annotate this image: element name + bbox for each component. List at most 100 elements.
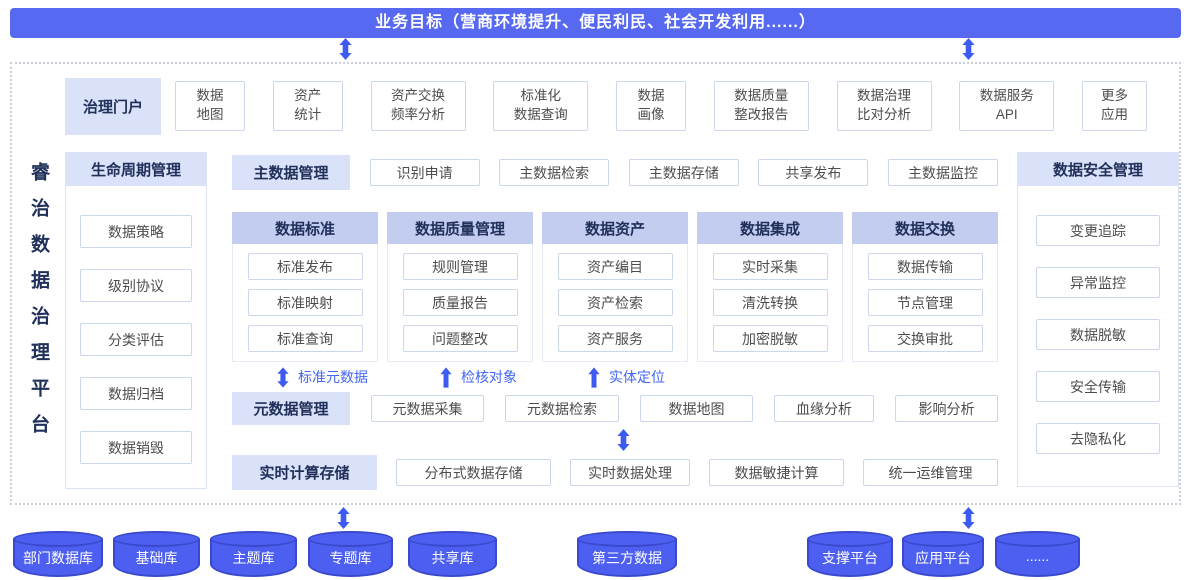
lifecycle-item: 分类评估 — [80, 323, 192, 356]
lifecycle-item: 数据销毁 — [80, 431, 192, 464]
column-item: 标准发布 — [247, 253, 363, 280]
metadata-item: 影响分析 — [895, 395, 998, 422]
flow-entity-locate: 实体定位 — [588, 365, 665, 389]
database-cylinder: 主题库 — [210, 531, 297, 577]
up-arrow-icon — [588, 366, 600, 388]
portal-item: 数据 地图 — [175, 81, 245, 131]
flow-check-object: 检核对象 — [440, 365, 517, 389]
business-goal-banner: 业务目标（营商环境提升、便民利民、社会开发利用......） — [10, 8, 1181, 38]
master-data-item: 主数据存储 — [628, 159, 739, 186]
portal-item: 数据治理 比对分析 — [836, 81, 932, 131]
master-data-item: 共享发布 — [758, 159, 869, 186]
database-label: 专题库 — [329, 550, 372, 566]
database-label: ...... — [1025, 548, 1050, 564]
platform-title: 睿治数据治理平台 — [28, 162, 49, 450]
metadata-item: 元数据检索 — [505, 395, 619, 422]
flow-label: 实体定位 — [609, 369, 665, 385]
flow-label: 检核对象 — [461, 369, 517, 385]
column-item: 资产编目 — [557, 253, 673, 280]
column-data-asset: 数据资产 资产编目 资产检索 资产服务 — [542, 212, 688, 362]
master-data-item: 识别申请 — [369, 159, 480, 186]
realtime-item: 分布式数据存储 — [396, 459, 551, 486]
realtime-header: 实时计算存储 — [232, 455, 377, 490]
database-label: 共享库 — [431, 550, 474, 566]
double-arrow-icon — [339, 38, 352, 60]
master-data-header: 主数据管理 — [232, 155, 350, 190]
column-item: 数据传输 — [867, 253, 983, 280]
flow-annotations: 标准元数据 检核对象 实体定位 — [232, 365, 998, 391]
platform-cylinder: ...... — [995, 531, 1080, 577]
realtime-row: 实时计算存储 分布式数据存储 实时数据处理 数据敏捷计算 统一运维管理 — [232, 455, 998, 490]
lifecycle-item: 数据归档 — [80, 377, 192, 410]
double-arrow-icon — [617, 429, 630, 451]
master-data-item: 主数据监控 — [887, 159, 998, 186]
security-item: 异常监控 — [1036, 267, 1160, 298]
platform-cylinder: 支撑平台 — [807, 531, 893, 577]
security-panel: 数据安全管理 变更追踪 异常监控 数据脱敏 安全传输 去隐私化 — [1017, 152, 1179, 487]
database-label: 基础库 — [135, 550, 178, 566]
flow-standard-metadata: 标准元数据 — [277, 365, 368, 389]
column-item: 质量报告 — [402, 289, 518, 316]
double-arrow-icon — [962, 507, 975, 529]
master-data-item: 主数据检索 — [499, 159, 610, 186]
master-data-row: 主数据管理 识别申请 主数据检索 主数据存储 共享发布 主数据监控 — [232, 155, 998, 190]
portal-item: 数据 画像 — [616, 81, 686, 131]
column-item: 节点管理 — [867, 289, 983, 316]
metadata-row: 元数据管理 元数据采集 元数据检索 数据地图 血缘分析 影响分析 — [232, 392, 998, 425]
column-header: 数据集成 — [697, 212, 843, 244]
database-label: 支撑平台 — [822, 550, 878, 566]
portal-header: 治理门户 — [65, 78, 161, 135]
lifecycle-item: 级别协议 — [80, 269, 192, 302]
database-cylinder: 共享库 — [408, 531, 497, 577]
column-data-standard: 数据标准 标准发布 标准映射 标准查询 — [232, 212, 378, 362]
security-item: 变更追踪 — [1036, 215, 1160, 246]
capability-columns: 数据标准 标准发布 标准映射 标准查询 数据质量管理 规则管理 质量报告 问题整… — [232, 212, 998, 362]
lifecycle-panel: 生命周期管理 数据策略 级别协议 分类评估 数据归档 数据销毁 — [65, 152, 207, 489]
column-header: 数据质量管理 — [387, 212, 533, 244]
up-arrow-icon — [440, 366, 452, 388]
column-item: 规则管理 — [402, 253, 518, 280]
column-item: 资产服务 — [557, 325, 673, 352]
security-item: 数据脱敏 — [1036, 319, 1160, 350]
database-label: 第三方数据 — [592, 550, 662, 566]
database-cylinder: 基础库 — [113, 531, 200, 577]
center-modules: 主数据管理 识别申请 主数据检索 主数据存储 共享发布 主数据监控 数据标准 标… — [232, 64, 998, 503]
realtime-item: 数据敏捷计算 — [709, 459, 844, 486]
column-item: 清洗转换 — [712, 289, 828, 316]
column-item: 问题整改 — [402, 325, 518, 352]
database-cylinder: 专题库 — [308, 531, 393, 577]
portal-item: 数据服务 API — [959, 81, 1055, 131]
column-item: 加密脱敏 — [712, 325, 828, 352]
column-header: 数据标准 — [232, 212, 378, 244]
column-item: 标准查询 — [247, 325, 363, 352]
column-data-integration: 数据集成 实时采集 清洗转换 加密脱敏 — [697, 212, 843, 362]
database-label: 部门数据库 — [23, 550, 93, 566]
data-sources-row: 部门数据库 基础库 主题库 专题库 共享库 第三方数据 支撑平台 应用平台 ..… — [0, 530, 1191, 580]
realtime-item: 实时数据处理 — [570, 459, 690, 486]
column-header: 数据资产 — [542, 212, 688, 244]
column-item: 标准映射 — [247, 289, 363, 316]
column-header: 数据交换 — [852, 212, 998, 244]
security-header: 数据安全管理 — [1018, 153, 1178, 186]
database-label: 主题库 — [232, 550, 275, 566]
double-arrow-icon — [337, 507, 350, 529]
portal-items: 数据 地图 资产 统计 资产交换 频率分析 标准化 数据查询 数据 画像 数据质… — [175, 81, 1147, 131]
portal-item: 资产交换 频率分析 — [370, 81, 466, 131]
database-cylinder: 部门数据库 — [13, 531, 103, 577]
metadata-header: 元数据管理 — [232, 392, 350, 425]
database-label: 应用平台 — [915, 550, 971, 566]
metadata-item: 血缘分析 — [774, 395, 874, 422]
database-cylinder: 第三方数据 — [577, 531, 677, 577]
column-data-exchange: 数据交换 数据传输 节点管理 交换审批 — [852, 212, 998, 362]
column-item: 交换审批 — [867, 325, 983, 352]
platform-cylinder: 应用平台 — [902, 531, 984, 577]
double-arrow-icon — [277, 366, 289, 388]
column-data-quality: 数据质量管理 规则管理 质量报告 问题整改 — [387, 212, 533, 362]
realtime-item: 统一运维管理 — [863, 459, 998, 486]
portal-item: 更多 应用 — [1082, 81, 1147, 131]
flow-label: 标准元数据 — [298, 369, 368, 385]
security-item: 安全传输 — [1036, 371, 1160, 402]
double-arrow-icon — [962, 38, 975, 60]
metadata-item: 元数据采集 — [371, 395, 484, 422]
